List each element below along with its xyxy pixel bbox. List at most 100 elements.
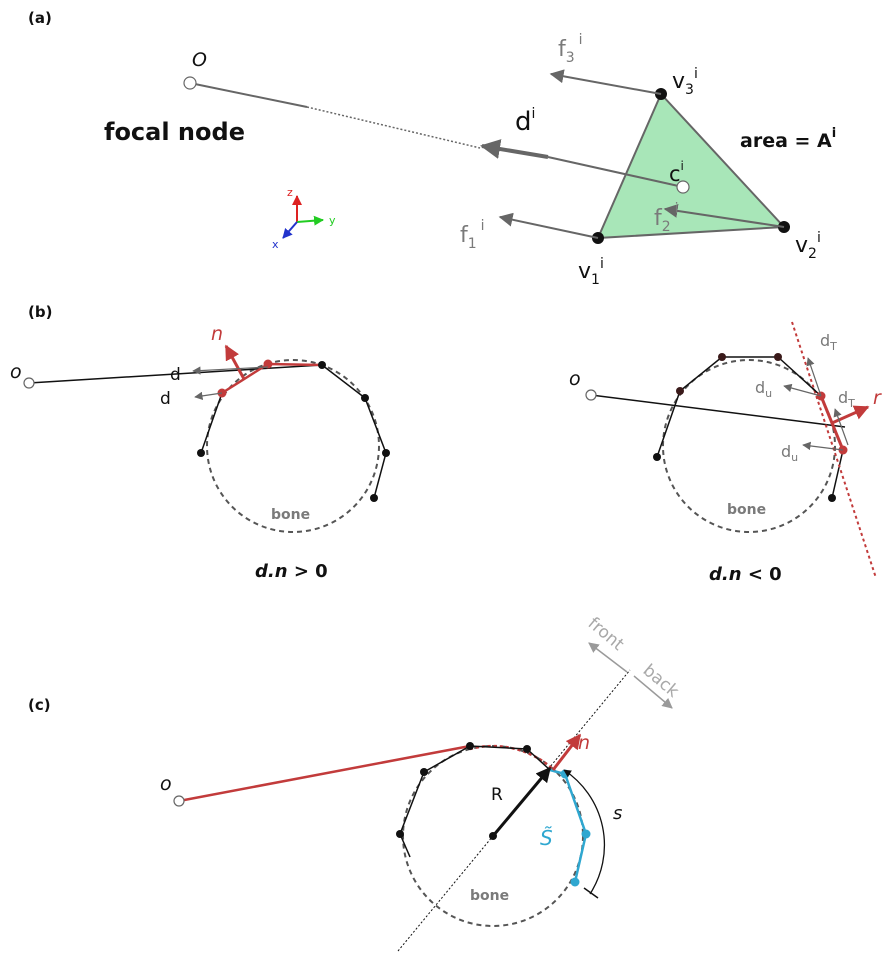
d-vector-shaft bbox=[547, 156, 684, 188]
force-f2-arrow bbox=[663, 203, 785, 228]
axis-y-label: y bbox=[329, 214, 336, 227]
d-label: di bbox=[515, 106, 535, 137]
du-label-1: du bbox=[755, 378, 772, 400]
panel-b-label: (b) bbox=[28, 303, 52, 321]
panel-a: (a) O focal node di ci v3i v2i v1i area … bbox=[28, 9, 836, 288]
polygon-node bbox=[197, 449, 205, 457]
bone-label: bone bbox=[727, 502, 766, 518]
origin-label: o bbox=[10, 361, 22, 383]
bone-label: bone bbox=[470, 888, 509, 904]
polygon-edge bbox=[399, 833, 411, 858]
panel-a-label: (a) bbox=[28, 9, 52, 27]
polygon-node bbox=[361, 394, 369, 402]
axis-x-arrow bbox=[282, 221, 298, 239]
polygon-node bbox=[466, 742, 474, 750]
v3-label: v3i bbox=[672, 66, 698, 98]
axis-x-label: x bbox=[272, 238, 279, 251]
axis-y-arrow bbox=[296, 215, 324, 226]
force-f3-arrow bbox=[549, 69, 662, 95]
v1-label: v1i bbox=[578, 256, 604, 288]
polygon-edges bbox=[656, 356, 778, 458]
centroid-label: ci bbox=[669, 159, 684, 186]
red-arc bbox=[469, 744, 558, 774]
s-label: s bbox=[613, 803, 622, 824]
d-label-2: d bbox=[160, 389, 171, 409]
d-vector-arrow bbox=[480, 139, 549, 159]
front-label: front bbox=[584, 614, 628, 656]
origin-node bbox=[23, 377, 35, 389]
n-label: n bbox=[578, 732, 590, 754]
origin-node bbox=[183, 76, 197, 90]
front-arrow bbox=[588, 642, 628, 673]
polygon-edges bbox=[321, 364, 387, 499]
v2-label: v2i bbox=[795, 230, 821, 262]
r-label: r bbox=[873, 387, 882, 409]
polygon-node bbox=[420, 768, 428, 776]
dT-label-2: dT bbox=[838, 388, 855, 410]
polygon-edge bbox=[526, 748, 551, 771]
origin-label: o bbox=[160, 773, 172, 795]
bone-circle bbox=[662, 359, 836, 533]
polygon-node bbox=[828, 494, 836, 502]
arc-length-arrow bbox=[563, 769, 606, 895]
dT-label-1: dT bbox=[820, 331, 837, 353]
n-label: n bbox=[211, 323, 223, 345]
polygon-edges bbox=[399, 745, 528, 835]
origin-node bbox=[585, 389, 597, 401]
d-arrow-2 bbox=[194, 391, 223, 401]
panel-b-left: o n d d bone d.n > 0 bbox=[10, 323, 390, 582]
origin-line-dotted bbox=[306, 106, 481, 149]
cyan-path bbox=[549, 768, 588, 883]
panel-b-right: o r du du dT dT bone bbox=[569, 321, 882, 585]
panel-c-label: (c) bbox=[28, 696, 51, 714]
polygon-node bbox=[523, 745, 531, 753]
f3-label: f3i bbox=[558, 32, 583, 66]
panel-c: (c) front back o R n S̃ bbox=[28, 614, 683, 952]
bone-circle bbox=[206, 359, 380, 533]
dT-arrow-2 bbox=[833, 408, 849, 446]
du-arrow-2 bbox=[802, 441, 844, 451]
caption: d.n < 0 bbox=[709, 564, 782, 585]
cyan-node bbox=[581, 829, 591, 839]
f2-label: f2i bbox=[654, 201, 679, 235]
f1-label: f1i bbox=[460, 218, 485, 252]
polygon-node bbox=[370, 494, 378, 502]
r-arrow bbox=[831, 405, 870, 425]
polygon-node bbox=[396, 830, 404, 838]
R-label: R bbox=[491, 785, 503, 805]
polygon-edge bbox=[777, 356, 822, 397]
arc-length-end bbox=[583, 887, 599, 899]
S-tilde-label: S̃ bbox=[540, 826, 553, 850]
origin-label: O bbox=[192, 49, 207, 71]
d-arrow-1 bbox=[192, 366, 269, 375]
dT-arrow-1 bbox=[806, 357, 822, 397]
triangle-face bbox=[596, 92, 787, 240]
origin-ray bbox=[28, 364, 323, 384]
back-arrow bbox=[633, 675, 673, 709]
polygon-node bbox=[653, 453, 661, 461]
bone-label: bone bbox=[271, 507, 310, 523]
axis-z-label: z bbox=[287, 186, 293, 199]
panel-b: (b) o n d d bone d.n > 0 bbox=[10, 303, 882, 585]
polygon-node bbox=[382, 449, 390, 457]
tangent-line bbox=[791, 321, 877, 579]
origin-node bbox=[173, 795, 185, 807]
origin-line bbox=[189, 82, 308, 108]
area-label: area = Ai bbox=[740, 126, 836, 152]
back-label: back bbox=[639, 661, 683, 702]
polygon-node bbox=[676, 387, 684, 395]
front-back-axis bbox=[397, 669, 631, 952]
red-node bbox=[263, 359, 273, 369]
normal-arrow bbox=[551, 733, 582, 771]
caption: d.n > 0 bbox=[255, 561, 328, 582]
focal-node-label: focal node bbox=[104, 118, 245, 146]
du-arrow-1 bbox=[783, 383, 822, 397]
polygon-node bbox=[774, 353, 782, 361]
cyan-node bbox=[570, 877, 580, 887]
centroid-node bbox=[676, 180, 690, 194]
polygon-node bbox=[718, 353, 726, 361]
origin-ray bbox=[178, 744, 471, 803]
normal-arrow bbox=[224, 344, 246, 380]
origin-label: o bbox=[569, 368, 581, 390]
polygon-node bbox=[318, 361, 326, 369]
